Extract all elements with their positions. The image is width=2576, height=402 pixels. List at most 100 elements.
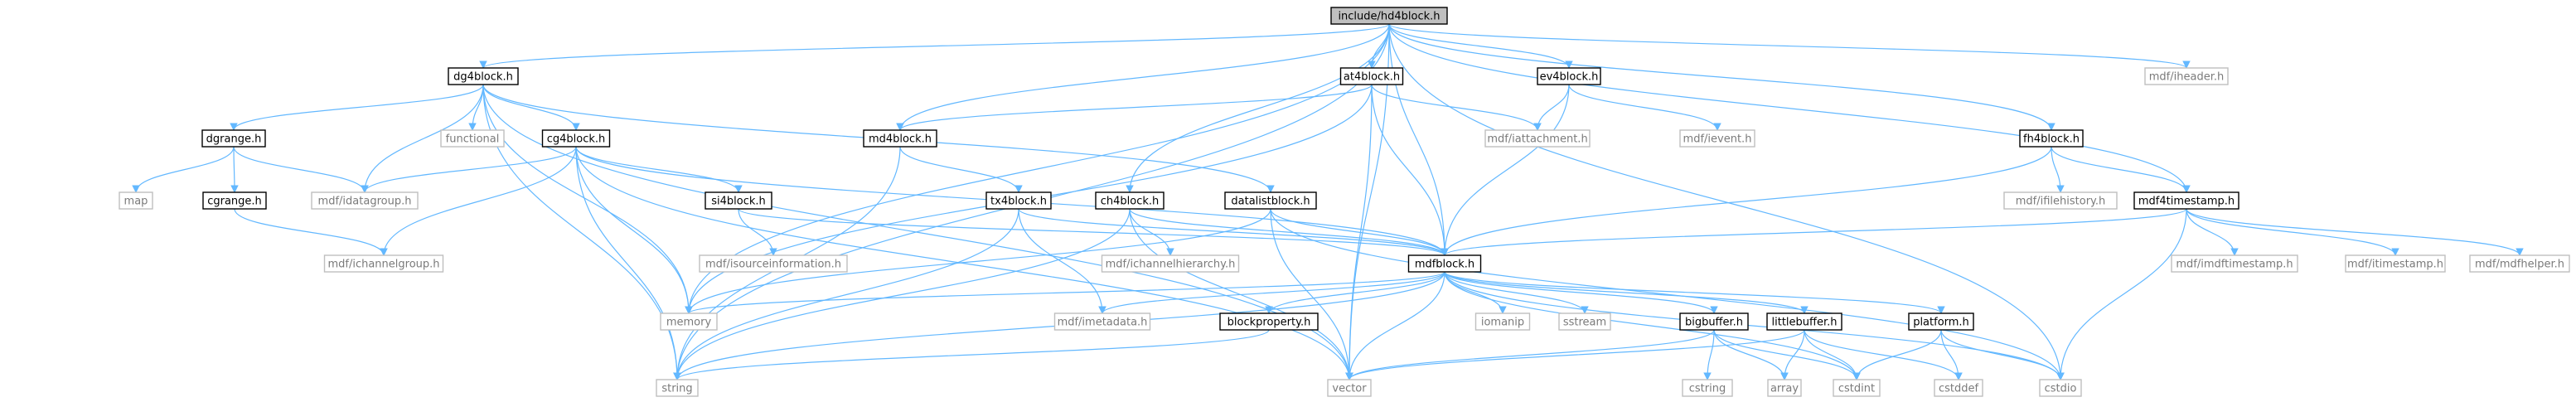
node-md4block[interactable]: md4block.h	[863, 129, 937, 148]
node-itimestamp: mdf/itimestamp.h	[2345, 254, 2446, 273]
node-ch4block-box	[1095, 191, 1165, 210]
node-cstdint-label: cstdint	[1838, 383, 1875, 395]
node-sstream: sstream	[1558, 312, 1611, 331]
node-cg4block[interactable]: cg4block.h	[541, 129, 611, 148]
node-mdf4timestamp-label: mdf4timestamp.h	[2138, 196, 2235, 208]
node-datalistblock[interactable]: datalistblock.h	[1224, 191, 1317, 210]
node-md4block-box	[863, 129, 937, 148]
node-blockproperty[interactable]: blockproperty.h	[1219, 312, 1319, 331]
node-imetadata-box	[1053, 312, 1151, 331]
node-imdftimestamp-box	[2171, 254, 2298, 273]
edge-tx4block-to-string	[673, 208, 1019, 380]
edge-root-to-dg4block	[479, 23, 1390, 69]
edge-bigbuffer-to-cstring	[1703, 329, 1715, 380]
node-littlebuffer-box	[1766, 312, 1842, 331]
edge-bigbuffer-to-array	[1713, 329, 1789, 380]
node-ichannelhierarchy: mdf/ichannelhierarchy.h	[1101, 254, 1240, 273]
edge-datalistblock-to-vector	[1270, 208, 1353, 380]
node-iattachment-label: mdf/iattachment.h	[1487, 133, 1587, 146]
node-datalistblock-label: datalistblock.h	[1231, 196, 1310, 208]
edge-root-to-iheader	[1388, 23, 2191, 69]
edge-mdfblock-to-memory	[685, 271, 1445, 314]
edge-si4block-to-mdfblock	[738, 208, 1449, 256]
edge-mdfblock-to-cstdio	[1444, 271, 2065, 380]
edge-cgrange-to-ichannelgroup	[234, 208, 388, 256]
node-platform-box	[1908, 312, 1974, 331]
edge-md4block-to-tx4block	[899, 146, 1023, 193]
node-ev4block-box	[1537, 67, 1601, 85]
node-memory: memory	[660, 312, 718, 331]
node-si4block-label: si4block.h	[711, 196, 766, 208]
node-ichannelhierarchy-label: mdf/ichannelhierarchy.h	[1106, 259, 1236, 271]
node-cstddef-box	[1934, 379, 1983, 397]
node-ievent: mdf/ievent.h	[1679, 129, 1755, 148]
edge-at4block-to-mdfblock	[1371, 84, 1449, 256]
node-dgrange-label: dgrange.h	[206, 133, 262, 146]
node-root[interactable]: include/hd4block.h	[1330, 7, 1448, 25]
node-iheader-label: mdf/iheader.h	[2149, 71, 2224, 84]
node-mdfhelper-box	[2469, 254, 2570, 273]
node-dg4block[interactable]: dg4block.h	[448, 67, 519, 85]
node-cg4block-box	[541, 129, 611, 148]
node-root-label: include/hd4block.h	[1338, 11, 1440, 23]
edge-ev4block-to-iattachment	[1533, 84, 1570, 131]
edge-cg4block-to-ichannelgroup	[380, 146, 577, 256]
node-mdf4timestamp[interactable]: mdf4timestamp.h	[2133, 191, 2239, 210]
edge-tx4block-to-imetadata	[1018, 208, 1106, 314]
edge-datalistblock-to-memory	[685, 208, 1271, 314]
node-mdfhelper: mdf/mdfhelper.h	[2469, 254, 2570, 273]
edge-dg4block-to-cg4block	[482, 84, 580, 131]
node-string-box	[656, 379, 699, 397]
edge-mdf4timestamp-to-itimestamp	[2186, 208, 2399, 256]
node-at4block[interactable]: at4block.h	[1339, 67, 1404, 85]
edge-mdfblock-to-platform	[1444, 271, 1945, 314]
edge-cg4block-to-memory	[575, 146, 693, 314]
node-bigbuffer[interactable]: bigbuffer.h	[1679, 312, 1749, 331]
node-tx4block-label: tx4block.h	[990, 196, 1047, 208]
node-cstdio: cstdio	[2039, 379, 2082, 397]
node-iattachment-box	[1484, 129, 1591, 148]
node-tx4block[interactable]: tx4block.h	[985, 191, 1052, 210]
node-map-box	[119, 191, 153, 210]
node-iomanip-label: iomanip	[1481, 317, 1524, 329]
node-fh4block[interactable]: fh4block.h	[2019, 129, 2084, 148]
edge-ch4block-to-ichannelhierarchy	[1129, 208, 1174, 256]
node-littlebuffer[interactable]: littlebuffer.h	[1766, 312, 1842, 331]
edge-si4block-to-isourceinformation	[738, 208, 777, 256]
node-mdfblock[interactable]: mdfblock.h	[1407, 254, 1482, 273]
node-dg4block-label: dg4block.h	[453, 71, 513, 84]
node-platform[interactable]: platform.h	[1908, 312, 1974, 331]
node-functional-box	[440, 129, 505, 148]
node-ifilehistory-box	[2003, 191, 2118, 210]
node-cgrange[interactable]: cgrange.h	[202, 191, 267, 210]
edge-ev4block-to-mdfblock	[1441, 84, 1570, 256]
node-idatagroup-label: mdf/idatagroup.h	[318, 196, 412, 208]
node-mdf4timestamp-box	[2133, 191, 2239, 210]
node-imdftimestamp: mdf/imdftimestamp.h	[2171, 254, 2298, 273]
node-dgrange[interactable]: dgrange.h	[201, 129, 266, 148]
node-si4block[interactable]: si4block.h	[705, 191, 772, 210]
edge-mdfblock-to-imetadata	[1098, 271, 1445, 314]
node-md4block-label: md4block.h	[869, 133, 932, 146]
node-bigbuffer-box	[1679, 312, 1749, 331]
edge-at4block-to-iattachment	[1371, 84, 1542, 131]
node-ev4block[interactable]: ev4block.h	[1537, 67, 1601, 85]
node-blockproperty-box	[1219, 312, 1319, 331]
node-ch4block[interactable]: ch4block.h	[1095, 191, 1165, 210]
node-cstddef: cstddef	[1934, 379, 1983, 397]
node-ichannelhierarchy-box	[1101, 254, 1240, 273]
node-array: array	[1767, 379, 1802, 397]
node-itimestamp-box	[2345, 254, 2446, 273]
node-at4block-box	[1339, 67, 1404, 85]
node-isourceinformation-box	[699, 254, 848, 273]
edge-dg4block-to-idatagroup	[361, 84, 484, 193]
node-si4block-box	[705, 191, 772, 210]
edge-ch4block-to-mdfblock	[1129, 208, 1449, 256]
node-cstring-label: cstring	[1689, 383, 1726, 395]
node-ichannelgroup: mdf/ichannelgroup.h	[323, 254, 444, 273]
node-array-label: array	[1770, 383, 1799, 395]
edge-root-to-mdf4timestamp	[1388, 23, 2191, 193]
edge-dgrange-to-cgrange	[230, 146, 239, 193]
node-vector-box	[1327, 379, 1372, 397]
node-ch4block-label: ch4block.h	[1101, 196, 1160, 208]
